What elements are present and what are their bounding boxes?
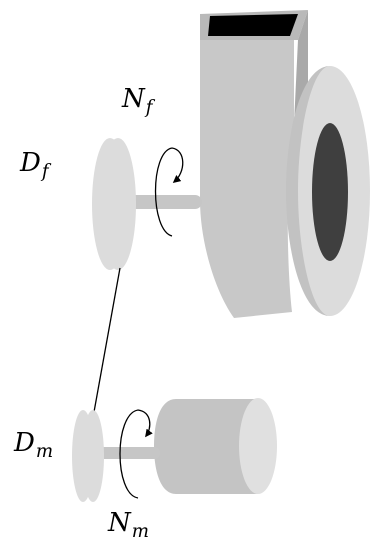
belt	[93, 267, 121, 413]
fan-pulley-front	[92, 138, 128, 270]
fan-inlet-hole	[312, 123, 348, 261]
fan-housing-front	[200, 40, 294, 318]
motor-body	[154, 399, 258, 494]
fan-pulley-diameter-main: D	[20, 148, 41, 178]
fan-speed-sub: f	[145, 97, 153, 119]
fan-outlet-opening	[208, 14, 298, 36]
motor-speed-main: N	[108, 508, 131, 538]
fan-inlet-rim	[286, 66, 330, 316]
motor-shaft	[90, 447, 160, 459]
fan-pulley-diameter-label: Df	[20, 148, 49, 181]
fan-speed-main: N	[122, 84, 145, 114]
motor-speed-sub: m	[131, 521, 149, 542]
motor-rotation-arrow-icon	[119, 409, 153, 499]
motor-pulley-front	[72, 410, 94, 502]
motor	[154, 398, 277, 494]
fan-pulley	[92, 138, 136, 270]
motor-pulley-diameter-label: Dm	[14, 428, 53, 461]
fan-pulley-diameter-sub: f	[41, 161, 49, 183]
motor-end-face	[239, 398, 277, 494]
motor-pulley-diameter-sub: m	[35, 441, 54, 463]
centrifugal-fan	[200, 10, 370, 318]
motor-pulley	[72, 410, 104, 502]
motor-pulley-diameter-main: D	[14, 428, 35, 458]
motor-speed-label: Nm	[108, 508, 149, 541]
fan-speed-label: Nf	[122, 84, 152, 117]
fan-shaft	[122, 195, 202, 209]
fan-rotation-arrow-icon	[154, 147, 184, 237]
